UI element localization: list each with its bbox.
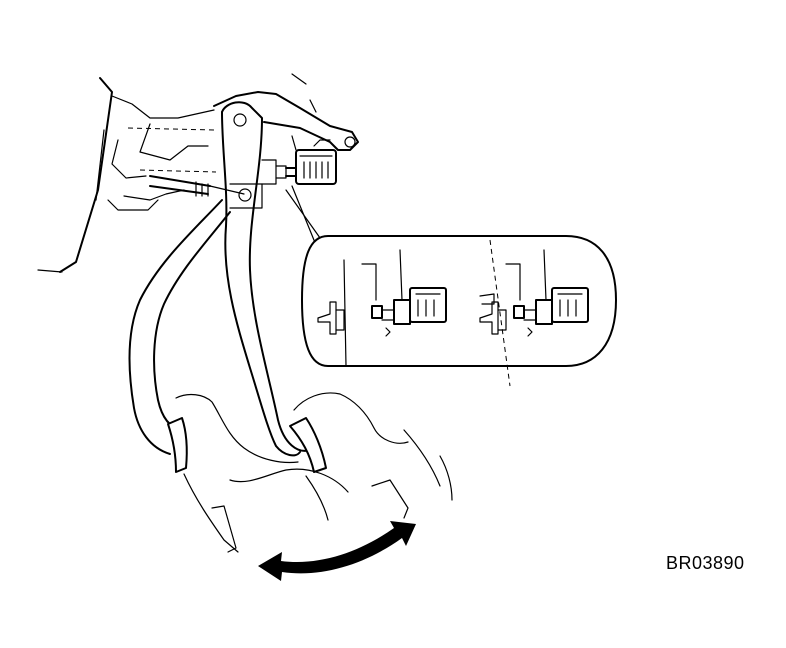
mounting-bracket [213,73,359,151]
floor-outline [175,392,453,553]
switch-detail-right [479,239,589,387]
firewall-panel [37,77,217,273]
stop-light-switch [261,135,337,185]
clutch-pedal-pad [167,417,188,473]
brake-pedal-pad [289,417,327,473]
clutch-pedal-arm [128,199,231,455]
switch-detail-left [317,249,447,367]
movement-arrow [258,521,416,581]
push-rod [149,175,245,197]
figure-code: BR03890 [666,553,745,573]
switch-detail-callout [301,235,617,387]
brake-pedal-arm [221,101,311,457]
